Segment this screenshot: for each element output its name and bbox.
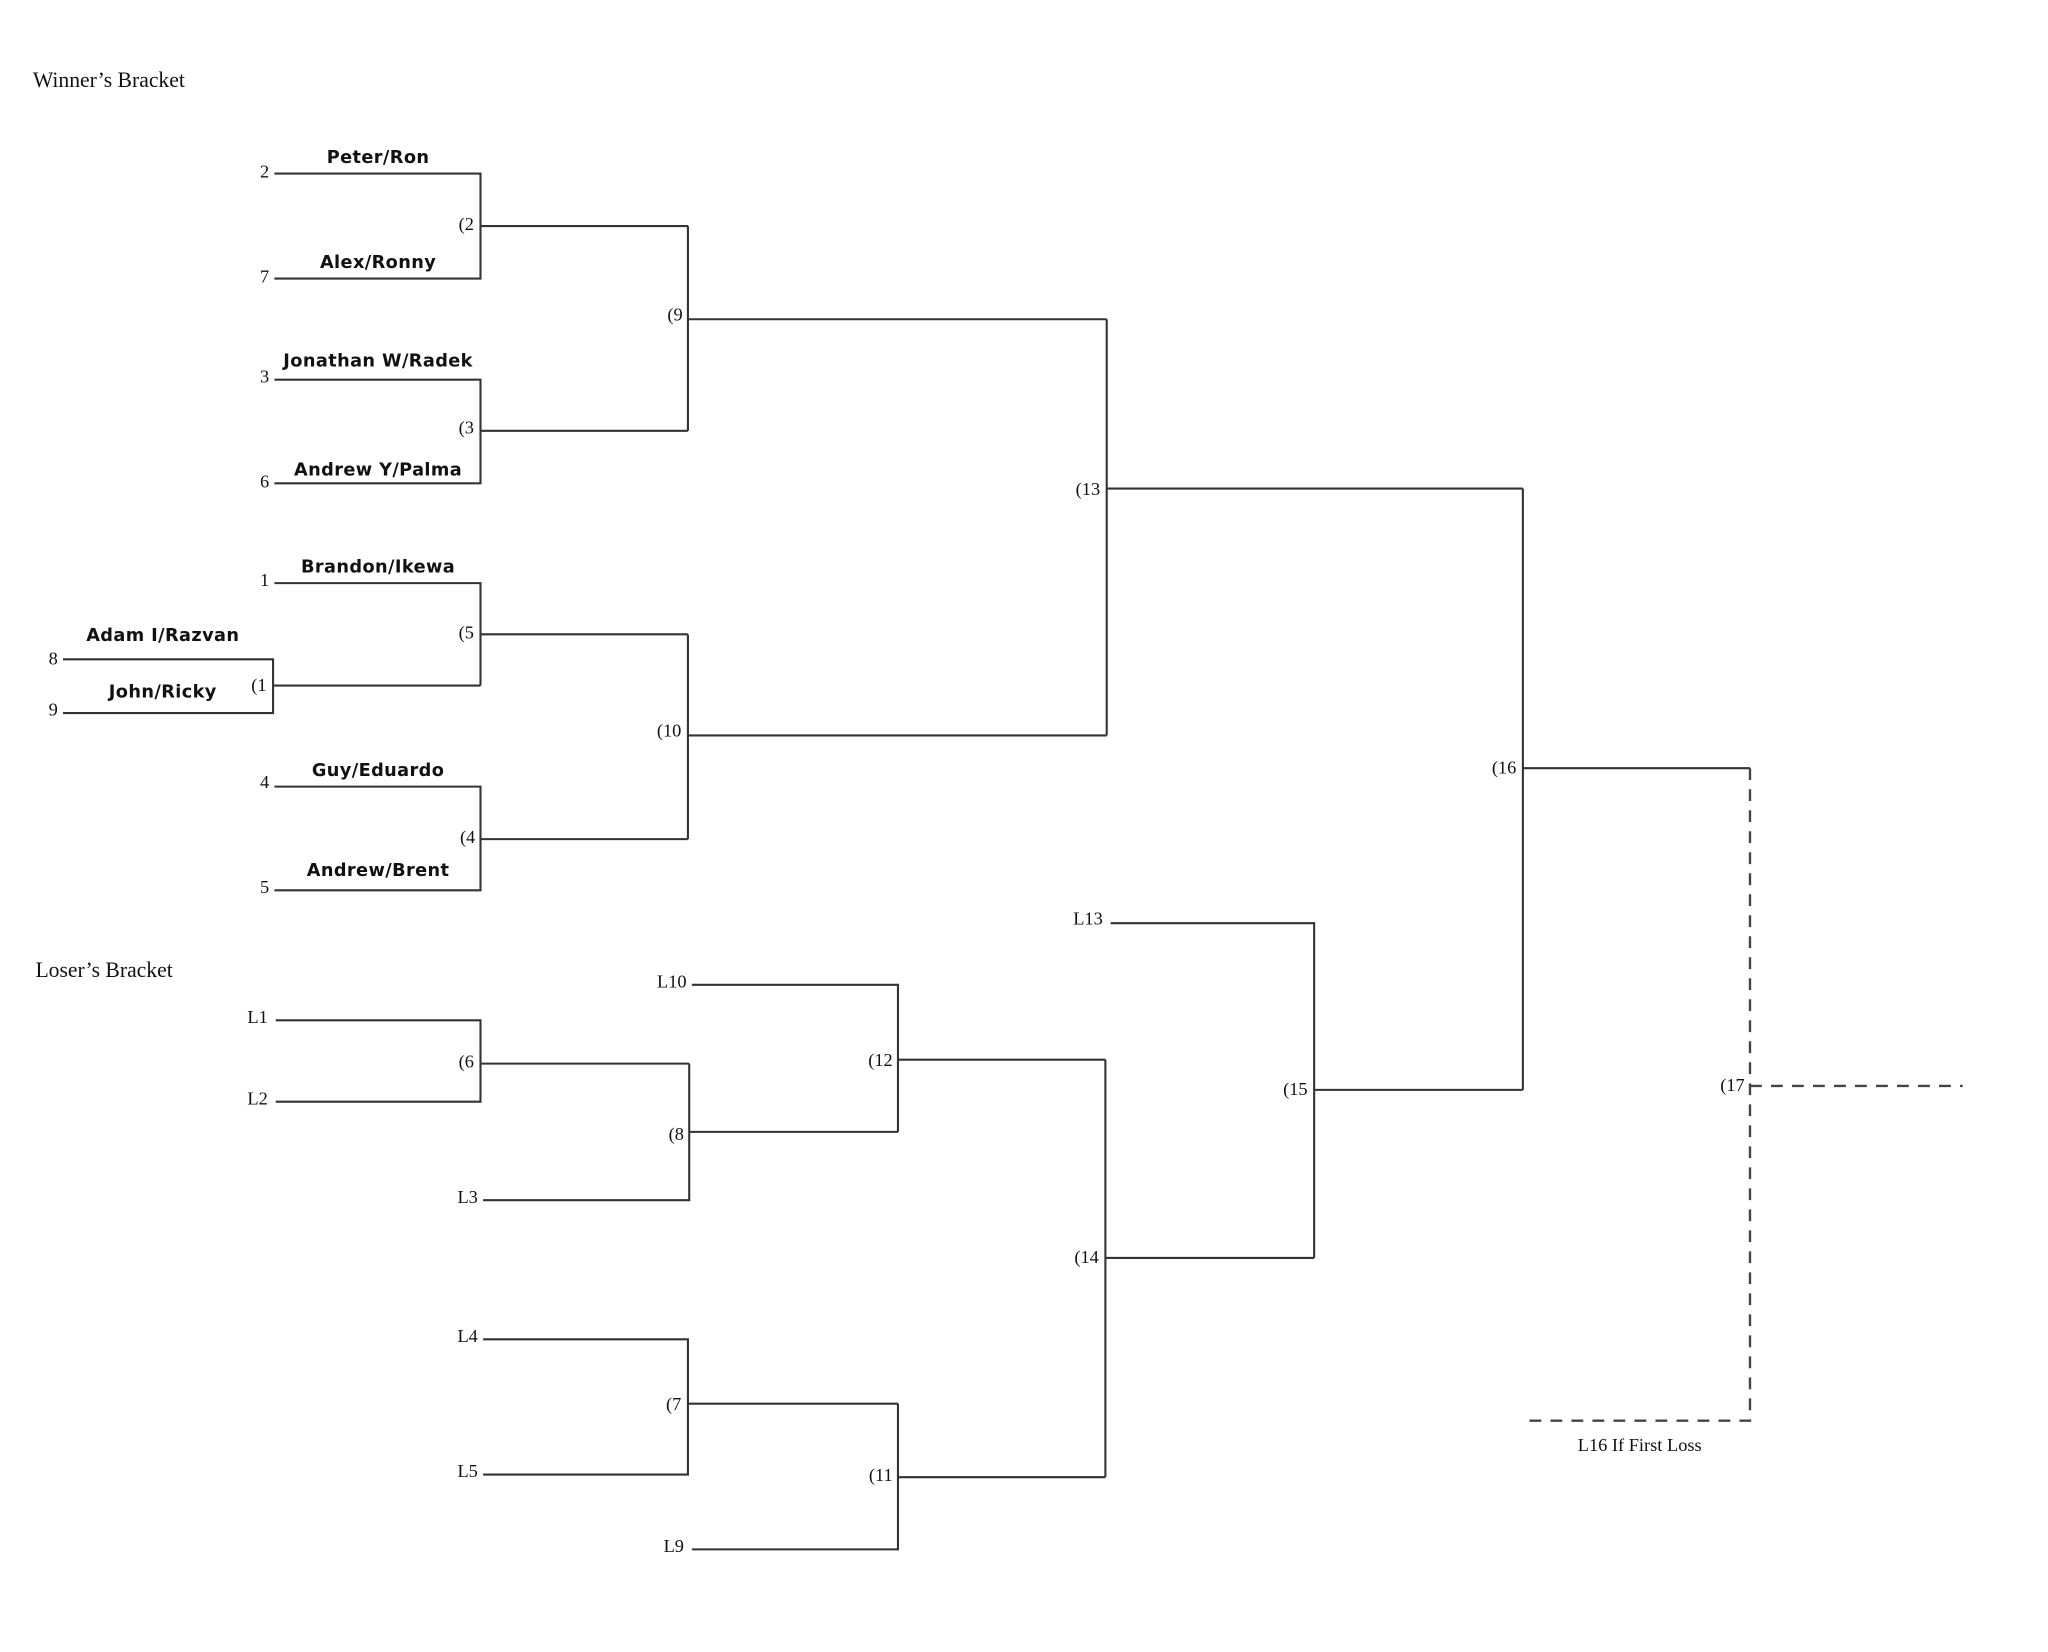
winners-bracket-title: Winner’s Bracket bbox=[33, 68, 185, 92]
loser-entry-label: L10 bbox=[657, 971, 687, 991]
match-label: (3 bbox=[459, 417, 474, 438]
seed-label: 7 bbox=[260, 266, 269, 286]
loser-entry-label: L2 bbox=[247, 1088, 267, 1108]
match-label: (6 bbox=[459, 1052, 474, 1073]
losers-bracket-title: Loser’s Bracket bbox=[35, 958, 172, 982]
match-label: (16 bbox=[1492, 757, 1516, 778]
loser-entry-label: L4 bbox=[457, 1326, 477, 1346]
team-name: Brandon/Ikewa bbox=[301, 558, 455, 578]
match-label: (15 bbox=[1283, 1079, 1307, 1100]
seed-label: 2 bbox=[260, 161, 269, 181]
team-name: Peter/Ron bbox=[327, 148, 430, 168]
seed-label: 9 bbox=[49, 700, 58, 720]
team-name: Andrew/Brent bbox=[307, 861, 450, 881]
seed-label: 4 bbox=[260, 772, 269, 792]
seed-label: 5 bbox=[260, 877, 269, 897]
match-label: (10 bbox=[657, 721, 681, 742]
match-label: (7 bbox=[666, 1394, 681, 1415]
seed-label: 6 bbox=[260, 471, 269, 491]
if-first-loss-label: L16 If First Loss bbox=[1578, 1435, 1702, 1455]
match-label: (12 bbox=[868, 1050, 892, 1071]
loser-entry-label: L1 bbox=[247, 1007, 267, 1027]
final-if-necessary-lines bbox=[1526, 768, 1963, 1422]
seed-label: 1 bbox=[260, 570, 269, 590]
seed-label: 8 bbox=[49, 649, 58, 669]
match-label: (8 bbox=[669, 1124, 684, 1145]
winners-bracket-lines bbox=[63, 172, 1750, 1090]
losers-bracket-lines bbox=[275, 922, 1523, 1551]
loser-entry-label: L5 bbox=[457, 1461, 477, 1481]
team-name: Guy/Eduardo bbox=[312, 761, 444, 781]
team-name: Andrew Y/Palma bbox=[294, 460, 462, 480]
match-label: (5 bbox=[459, 622, 474, 643]
match-label: (4 bbox=[460, 827, 475, 848]
team-name: John/Ricky bbox=[108, 682, 217, 702]
team-name: Jonathan W/Radek bbox=[282, 352, 473, 372]
match-label: (9 bbox=[667, 305, 682, 326]
team-name: Adam I/Razvan bbox=[86, 626, 239, 646]
loser-entry-label: L13 bbox=[1073, 908, 1103, 928]
loser-entry-label: L3 bbox=[457, 1187, 477, 1207]
seed-label: 3 bbox=[260, 366, 269, 386]
match-label: (11 bbox=[869, 1465, 893, 1486]
match-label: (2 bbox=[459, 214, 474, 235]
loser-entry-label: L9 bbox=[664, 1536, 684, 1556]
match-label: (13 bbox=[1076, 479, 1100, 500]
match-label: (17 bbox=[1720, 1075, 1744, 1096]
team-name: Alex/Ronny bbox=[320, 253, 436, 273]
match-label: (1 bbox=[251, 675, 266, 696]
match-label: (14 bbox=[1074, 1247, 1098, 1268]
